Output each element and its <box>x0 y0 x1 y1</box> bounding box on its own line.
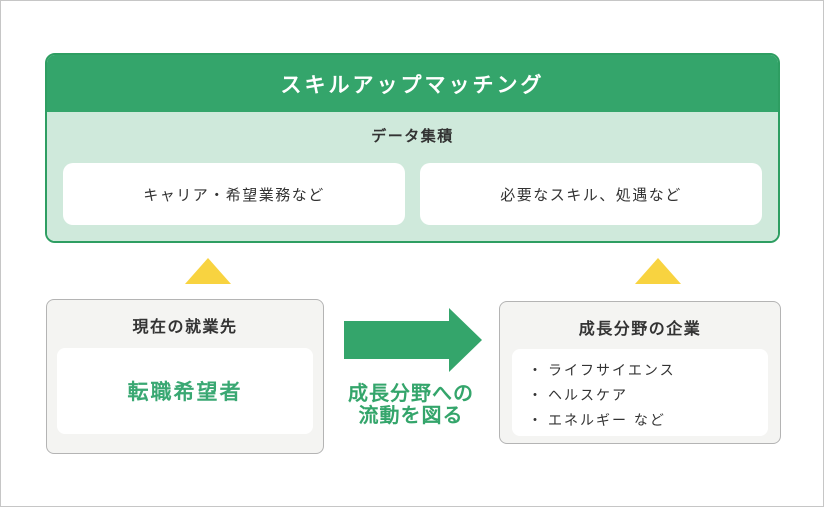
current-employer-inner-card: 転職希望者 <box>57 348 313 434</box>
current-employer-title: 現在の就業先 <box>132 319 238 336</box>
growth-companies-title: 成長分野の企業 <box>578 321 702 338</box>
bullet-icon: ・ <box>528 387 544 403</box>
panel-title: スキルアップマッチング <box>280 73 545 97</box>
flow-goal-line1: 成長分野への <box>348 383 474 405</box>
panel-header: スキルアップマッチング <box>47 55 778 112</box>
panel-body: データ集積 キャリア・希望業務など 必要なスキル、処遇など <box>47 112 778 241</box>
skillup-matching-panel: スキルアップマッチング データ集積 キャリア・希望業務など 必要なスキル、処遇な… <box>45 53 780 243</box>
current-employer-box: 現在の就業先 転職希望者 <box>46 299 324 454</box>
required-skills-card: 必要なスキル、処遇など <box>420 163 762 225</box>
bullet-icon: ・ <box>528 412 544 428</box>
growth-companies-inner-card: ・ライフサイエンス ・ヘルスケア ・エネルギー など <box>512 349 768 436</box>
list-item: ・ライフサイエンス <box>528 358 768 383</box>
list-item-label: ライフサイエンス <box>548 362 676 378</box>
list-item-label: ヘルスケア <box>548 387 628 403</box>
up-triangle-right-icon <box>635 258 681 284</box>
flow-goal-line2: 流動を図る <box>358 405 464 427</box>
data-accumulation-label: データ集積 <box>371 128 454 145</box>
career-card: キャリア・希望業務など <box>63 163 405 225</box>
right-arrow-icon <box>344 308 482 372</box>
bullet-icon: ・ <box>528 362 544 378</box>
growth-companies-box: 成長分野の企業 ・ライフサイエンス ・ヘルスケア ・エネルギー など <box>499 301 781 444</box>
list-item: ・エネルギー など <box>528 408 768 433</box>
panel-cards-row: キャリア・希望業務など 必要なスキル、処遇など <box>63 163 762 225</box>
up-triangle-left-icon <box>185 258 231 284</box>
list-item-label: エネルギー など <box>548 412 666 428</box>
flow-goal-label: 成長分野への 流動を図る <box>329 383 493 427</box>
list-item: ・ヘルスケア <box>528 383 768 408</box>
job-changer-label: 転職希望者 <box>127 381 243 404</box>
